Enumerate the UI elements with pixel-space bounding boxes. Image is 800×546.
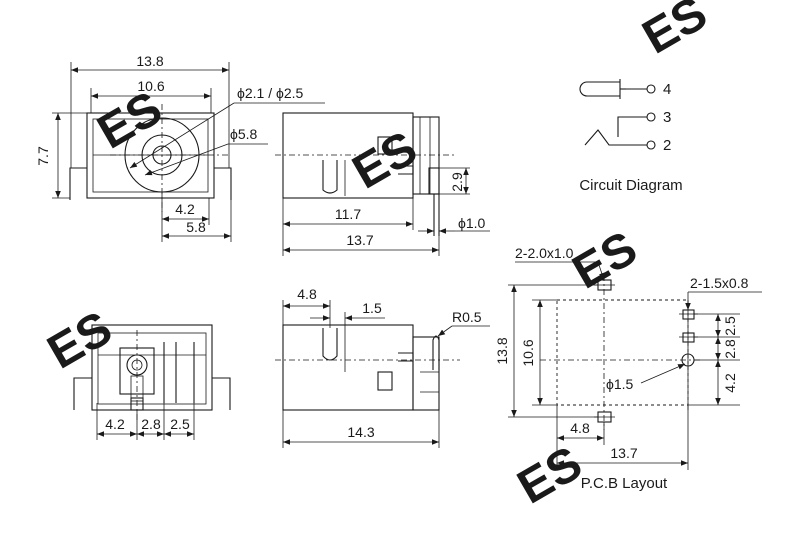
pcb-slot-small: 2-1.5x0.8 [690, 275, 749, 291]
pcb-pitch-b: 2.8 [722, 339, 738, 359]
front-view: 13.8 10.6 7.7 ϕ2.1 / ϕ2.5 ϕ5.8 4.2 5.8 [35, 53, 325, 242]
dim-hole-diameter: ϕ5.8 [230, 126, 258, 142]
pcb-inner-height: 10.6 [520, 339, 536, 366]
pcb-offset: 4.8 [570, 420, 590, 436]
dim-offset-a: 4.2 [175, 201, 195, 217]
pcb-layout: 2-2.0x1.0 2-1.5x0.8 13.8 10.6 2.5 2.8 4.… [494, 245, 762, 492]
watermark-text: ES [39, 302, 121, 380]
circuit-caption: Circuit Diagram [579, 177, 682, 194]
dim-pin-diameter: ϕ1.0 [458, 215, 486, 231]
watermark-text: ES [509, 437, 591, 515]
dim-radius: R0.5 [452, 309, 482, 325]
pcb-hole: ϕ1.5 [606, 376, 634, 392]
pcb-length: 13.7 [610, 445, 637, 461]
watermark-text: ES [634, 0, 716, 65]
dim-spacing-a: 4.2 [105, 416, 125, 432]
dim-offset-b: 5.8 [186, 219, 206, 235]
dim-overall-width: 13.8 [136, 53, 163, 69]
dim-spacing-b: 2.8 [141, 416, 161, 432]
pin-label-4: 4 [663, 81, 671, 98]
pcb-pitch-a: 2.5 [722, 316, 738, 336]
watermark-text: ES [564, 222, 646, 300]
pcb-slot-large: 2-2.0x1.0 [515, 245, 574, 261]
pin-label-2: 2 [663, 137, 671, 154]
dim-inner-width: 10.6 [137, 78, 164, 94]
dim-spacing-c: 2.5 [170, 416, 190, 432]
watermark-text: ES [344, 122, 426, 200]
dim-pin-height: 2.9 [449, 172, 465, 192]
dim-offset: 4.8 [297, 286, 317, 302]
bottom-view: 4.2 2.8 2.5 [73, 324, 231, 440]
side-view-2: 4.8 1.5 R0.5 14.3 [275, 286, 490, 448]
pcb-pitch-c: 4.2 [722, 373, 738, 393]
dim-width: 1.5 [362, 300, 382, 316]
pin-label-3: 3 [663, 109, 671, 126]
dim-height: 7.7 [35, 146, 51, 166]
dim-length-a: 11.7 [335, 206, 361, 222]
pcb-caption: P.C.B Layout [581, 475, 668, 492]
dim-length: 14.3 [347, 424, 374, 440]
circuit-diagram: 4 3 2 Circuit Diagram [579, 79, 683, 194]
pcb-outer-height: 13.8 [494, 337, 510, 364]
dim-pin-diameters: ϕ2.1 / ϕ2.5 [237, 85, 303, 101]
side-view: 2.9 11.7 13.7 ϕ1.0 [275, 112, 490, 256]
dim-length-b: 13.7 [346, 232, 373, 248]
